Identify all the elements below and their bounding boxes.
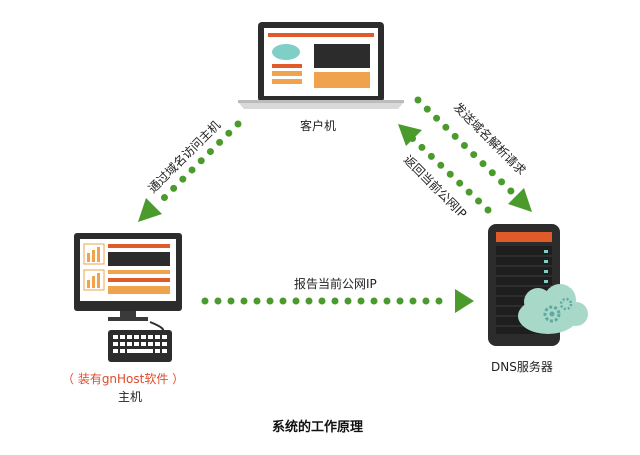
desktop-monitor-icon [74, 233, 182, 362]
laptop-icon [238, 22, 404, 109]
host-note: （ 装有gnHost软件 ） [62, 372, 185, 386]
client-label: 客户机 [300, 119, 337, 133]
arrow-client-to-dns [414, 96, 532, 212]
diagram-title: 系统的工作原理 [272, 420, 364, 435]
host-label: 主机 [118, 390, 143, 404]
dns-label: DNS服务器 [491, 360, 553, 374]
arrow-client-to-host [138, 120, 242, 222]
edge-label-host-to-dns: 报告当前公网IP [294, 277, 377, 291]
cloud-gear-icon [518, 284, 588, 334]
arrow-dns-to-client [398, 124, 492, 214]
arrow-host-to-dns [201, 289, 474, 313]
